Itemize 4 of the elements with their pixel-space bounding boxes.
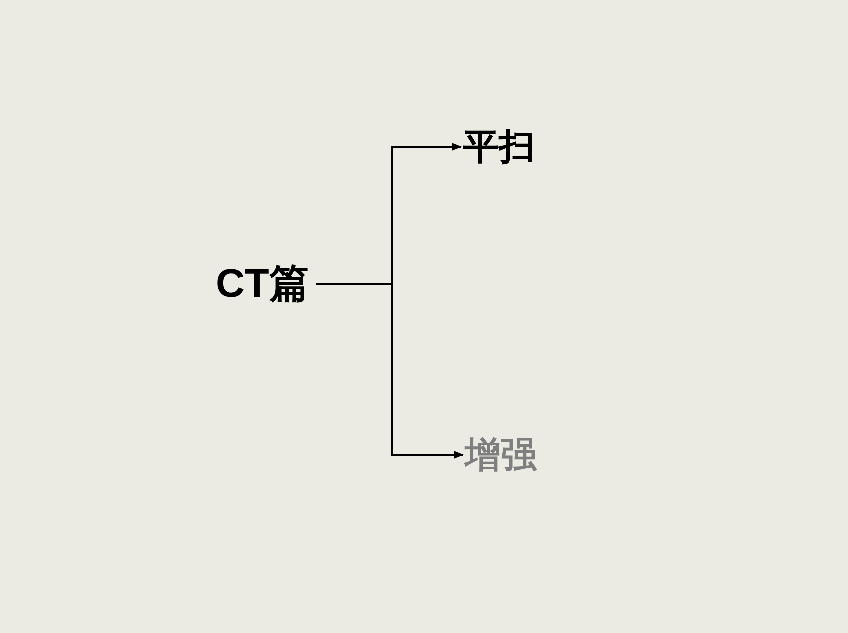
arrow xyxy=(316,283,464,459)
node-label: 平扫 xyxy=(463,129,535,165)
node-label: 增强 xyxy=(465,437,537,473)
node-label: CT篇 xyxy=(216,264,310,304)
